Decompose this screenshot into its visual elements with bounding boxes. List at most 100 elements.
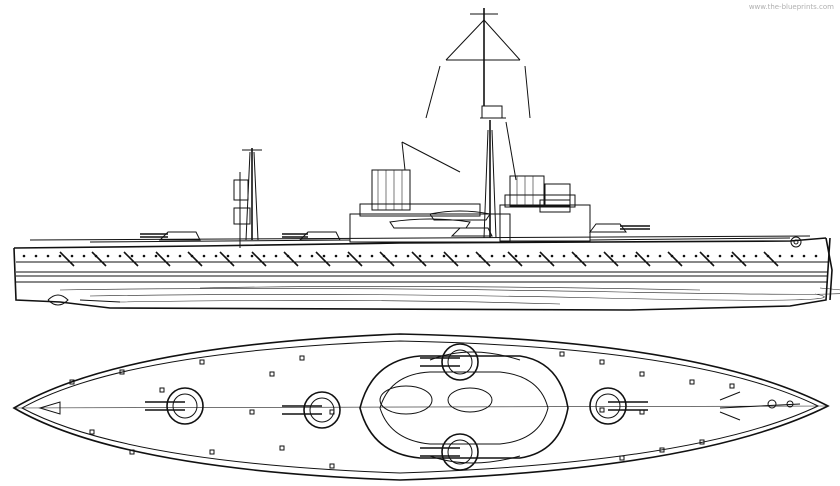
porthole: [454, 254, 458, 258]
porthole: [694, 254, 698, 258]
porthole: [202, 254, 206, 258]
porthole: [70, 254, 74, 258]
porthole: [418, 254, 422, 258]
porthole: [682, 254, 686, 258]
main-turrets-profile: [140, 223, 650, 241]
porthole: [358, 254, 362, 258]
net-boom: [635, 251, 651, 267]
net-boom: [699, 251, 715, 267]
turret: [589, 387, 648, 425]
net-boom: [123, 251, 139, 267]
bow-fittings: [38, 391, 801, 421]
net-boom: [507, 251, 523, 267]
deck-fitting: [689, 379, 695, 385]
forward-funnel: [509, 175, 545, 207]
deck-fitting: [599, 359, 605, 365]
porthole: [226, 254, 230, 258]
deck-fittings: [69, 351, 735, 469]
porthole: [274, 254, 278, 258]
deck-fitting: [619, 455, 625, 461]
turret: [420, 433, 479, 471]
net-boom: [731, 251, 747, 267]
deck-fitting: [159, 387, 165, 393]
plan-turrets: [145, 343, 648, 471]
porthole: [394, 254, 398, 258]
porthole: [718, 254, 722, 258]
turret: [282, 391, 341, 429]
deck-fitting: [729, 383, 735, 389]
porthole: [442, 254, 446, 258]
watermark: www.the-blueprints.com: [748, 3, 834, 11]
porthole: [790, 254, 794, 258]
net-boom: [283, 251, 299, 267]
porthole: [250, 254, 254, 258]
porthole: [106, 254, 110, 258]
porthole: [466, 254, 470, 258]
net-boom: [411, 251, 427, 267]
porthole: [130, 254, 134, 258]
net-boom: [59, 251, 75, 267]
porthole: [346, 254, 350, 258]
deck-fitting: [129, 449, 135, 455]
porthole: [646, 254, 650, 258]
net-boom: [475, 251, 491, 267]
porthole: [502, 254, 506, 258]
porthole: [754, 254, 758, 258]
porthole: [214, 254, 218, 258]
turret: [420, 343, 479, 381]
porthole: [238, 254, 242, 258]
net-boom: [667, 251, 683, 267]
net-boom: [91, 251, 107, 267]
porthole: [166, 254, 170, 258]
porthole: [178, 254, 182, 258]
porthole: [730, 254, 734, 258]
net-boom: [251, 251, 267, 267]
deck-fitting: [559, 351, 565, 357]
deck-fitting: [279, 445, 285, 451]
porthole: [658, 254, 662, 258]
net-boom: [763, 251, 779, 267]
porthole: [154, 254, 158, 258]
aft-funnel: [371, 169, 411, 211]
deck-fitting: [69, 379, 75, 385]
turret: [145, 387, 204, 425]
deck-fitting: [89, 429, 95, 435]
net-boom: [443, 251, 459, 267]
mainmast-tripod: [233, 8, 531, 248]
deck-fitting: [269, 371, 275, 377]
porthole: [814, 254, 818, 258]
porthole: [550, 254, 554, 258]
porthole: [598, 254, 602, 258]
net-boom: [539, 251, 555, 267]
deck-fitting: [199, 359, 205, 365]
porthole: [82, 254, 86, 258]
deck-fitting: [299, 355, 305, 361]
deck-outline: [12, 333, 830, 481]
porthole: [622, 254, 626, 258]
porthole: [562, 254, 566, 258]
porthole: [634, 254, 638, 258]
porthole: [22, 254, 26, 258]
porthole: [322, 254, 326, 258]
porthole: [538, 254, 542, 258]
torpedo-net-booms: [59, 251, 779, 267]
porthole: [610, 254, 614, 258]
porthole: [778, 254, 782, 258]
porthole: [490, 254, 494, 258]
net-boom: [187, 251, 203, 267]
plan-superstructure: [359, 351, 569, 464]
anchor-and-fittings: [47, 236, 802, 306]
net-boom: [347, 251, 363, 267]
porthole: [298, 254, 302, 258]
deck-fitting: [209, 449, 215, 455]
porthole: [586, 254, 590, 258]
net-boom: [571, 251, 587, 267]
porthole: [370, 254, 374, 258]
deck-fitting: [119, 369, 125, 375]
porthole: [310, 254, 314, 258]
deck-fitting: [599, 407, 605, 413]
deck-fitting: [249, 409, 255, 415]
